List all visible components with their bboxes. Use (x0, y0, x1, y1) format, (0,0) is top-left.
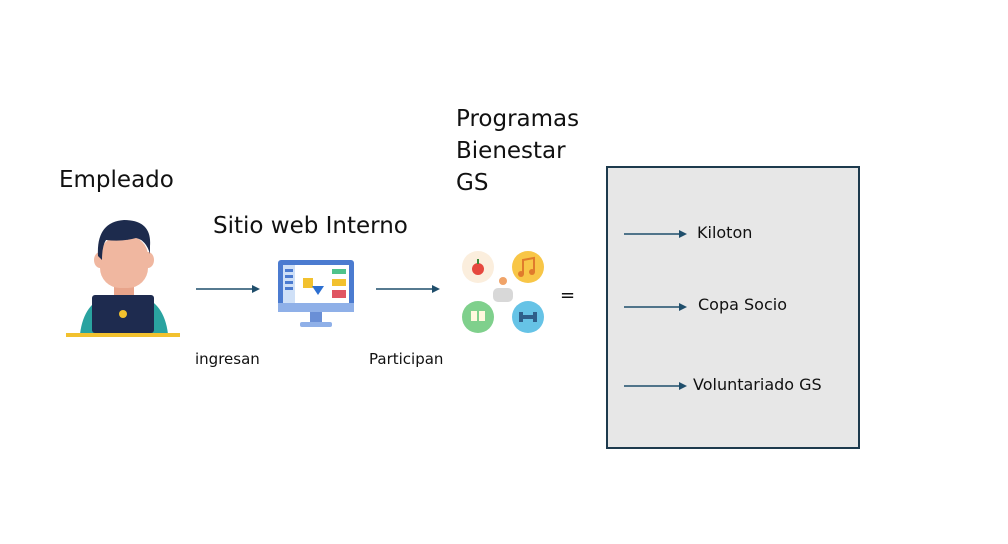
employee-title: Empleado (59, 167, 174, 193)
employee-laptop-icon (66, 216, 182, 340)
website-title: Sitio web Interno (213, 213, 408, 239)
programs-title-line-2: Bienestar (456, 138, 566, 164)
program-item-voluntariado-gs: Voluntariado GS (693, 375, 822, 394)
arrow-ingresan (196, 283, 262, 295)
arrow-participan (376, 283, 442, 295)
arrow-kiloton (624, 228, 690, 240)
arrow-copa-socio (624, 301, 690, 313)
arrow-label-participan: Participan (369, 350, 444, 368)
programs-title-line-3: GS (456, 170, 489, 196)
program-item-copa-socio: Copa Socio (698, 295, 787, 314)
programs-title-line-1: Programas (456, 106, 580, 132)
program-item-kiloton: Kiloton (697, 223, 753, 242)
wellness-programs-icon (461, 250, 547, 334)
desktop-monitor-icon (278, 260, 356, 330)
arrow-label-ingresan: ingresan (195, 350, 260, 368)
equals-sign: = (560, 285, 576, 306)
arrow-voluntariado (624, 380, 690, 392)
